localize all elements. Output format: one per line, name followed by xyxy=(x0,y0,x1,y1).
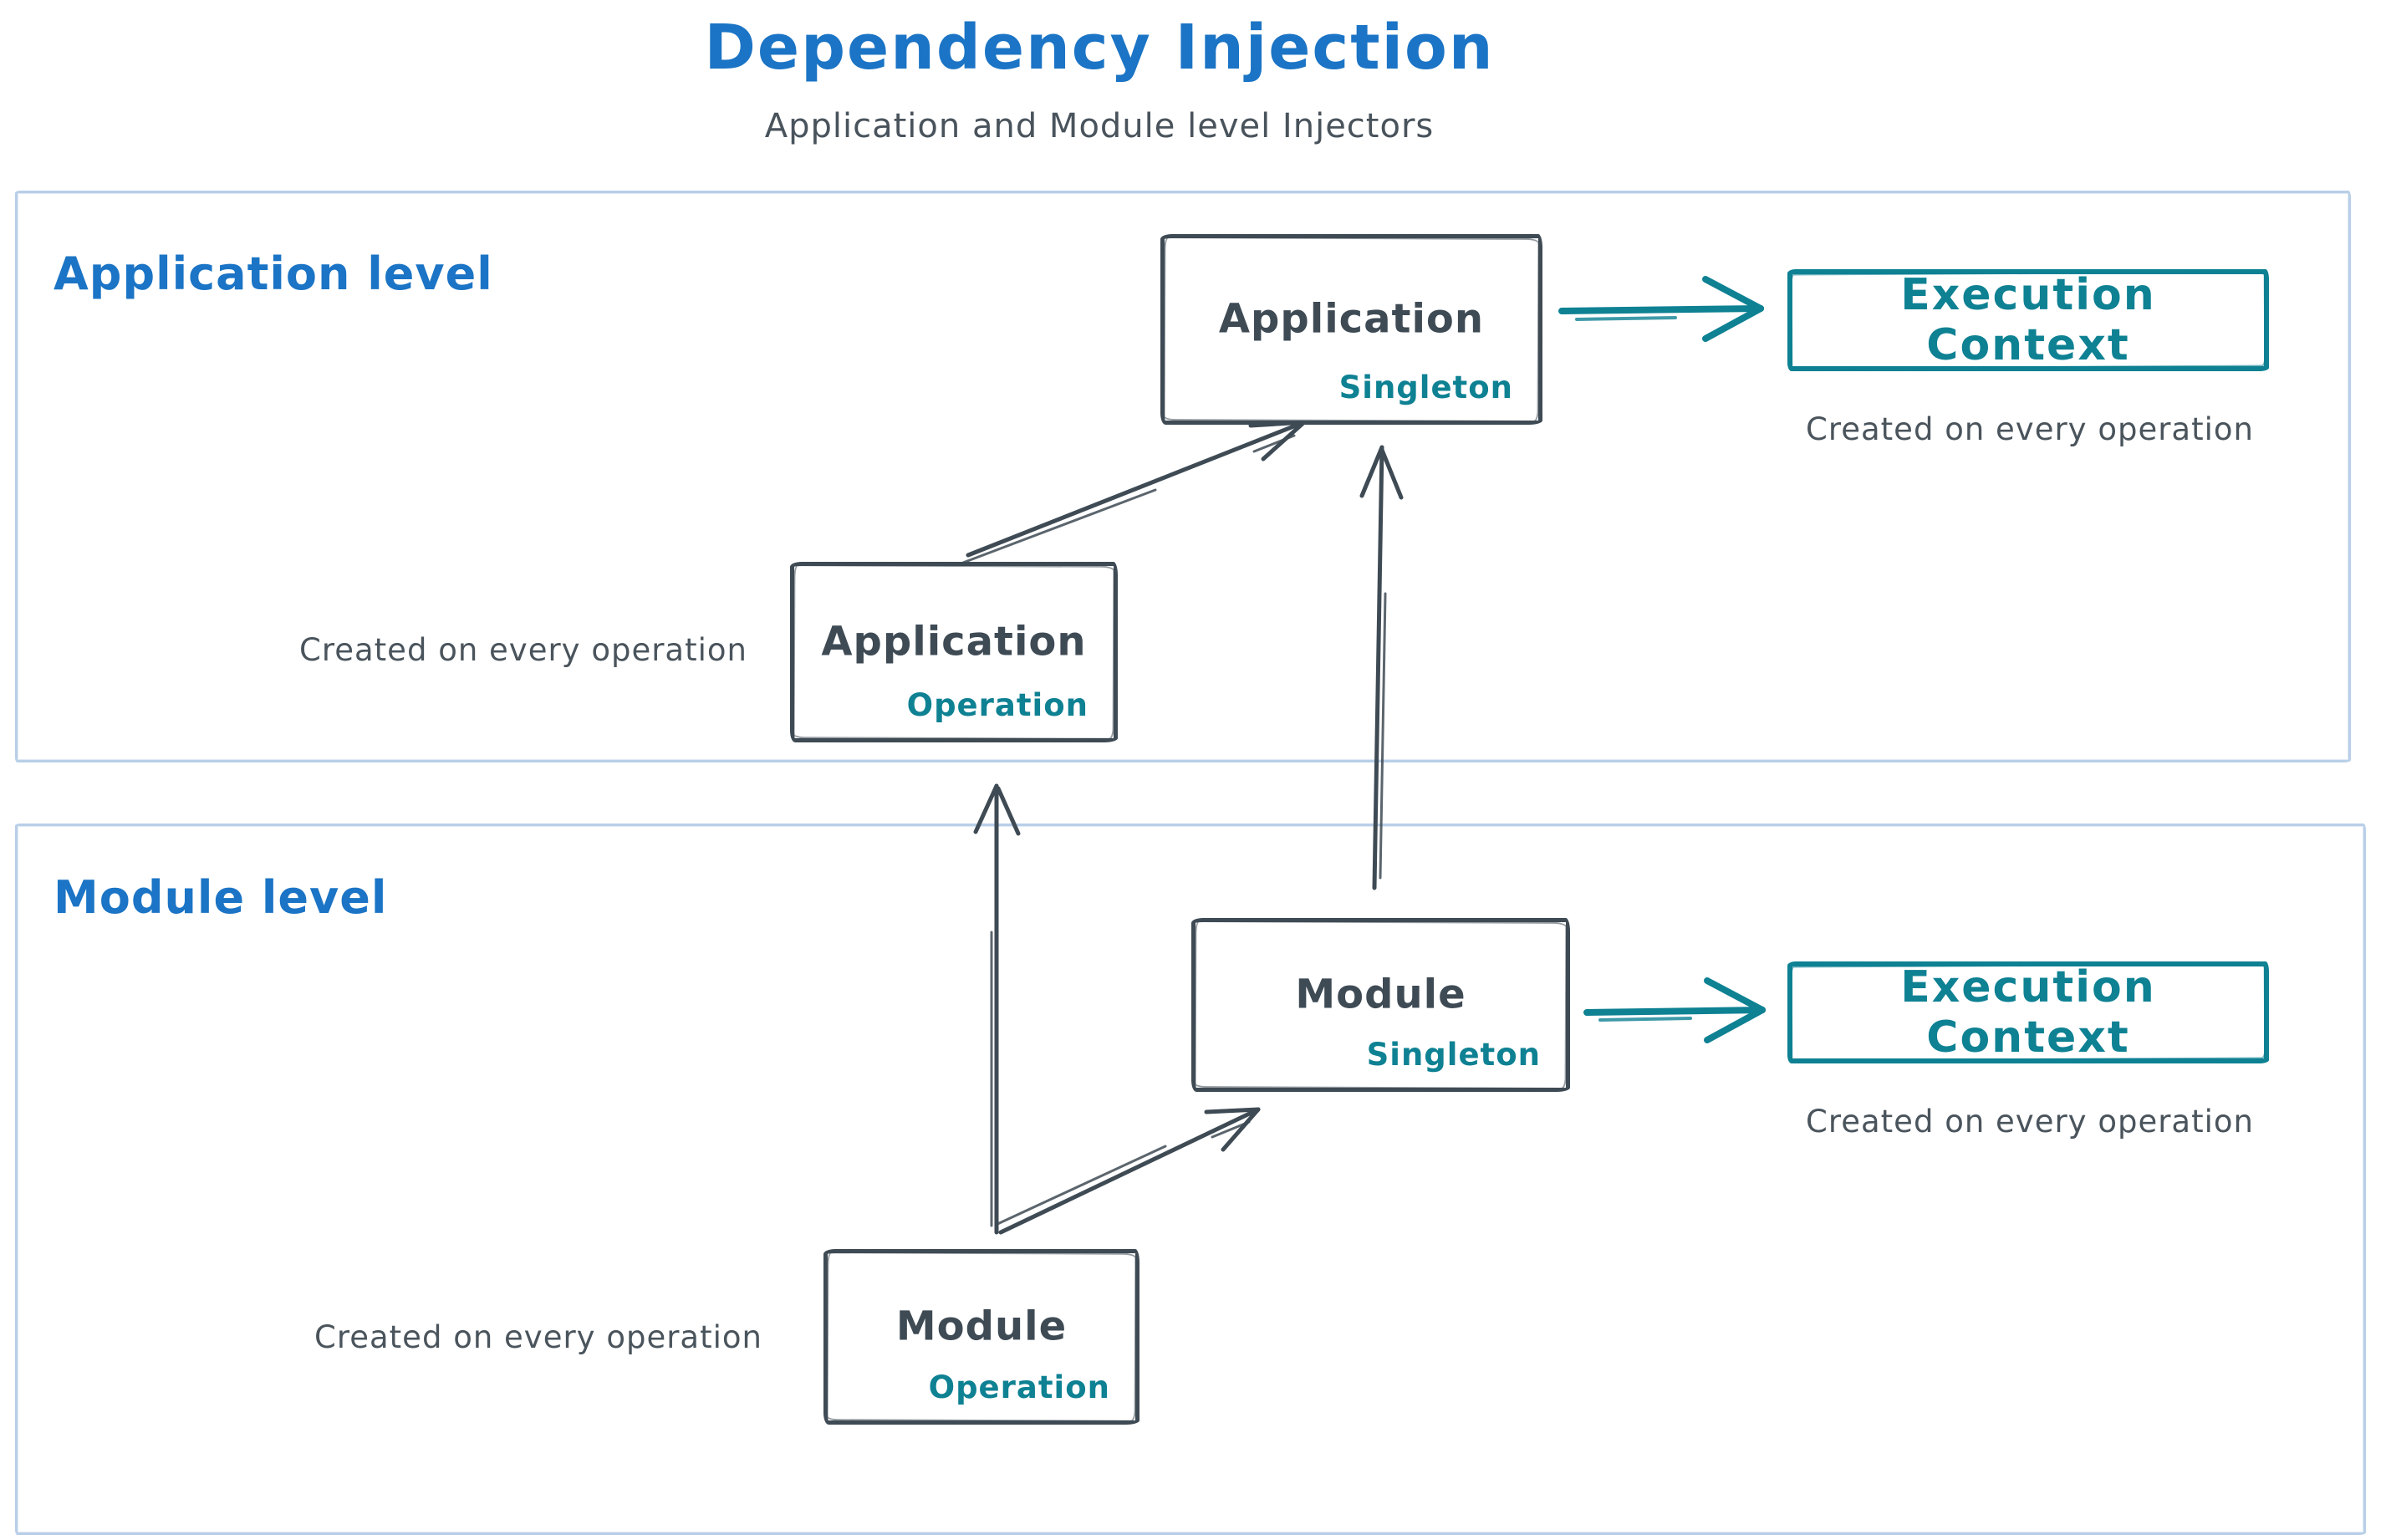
execution-context-title: Execution Context xyxy=(1900,962,2156,1063)
app-operation-note: Created on every operation xyxy=(299,632,747,668)
node-title: Module xyxy=(1295,971,1466,1018)
node-tag: Singleton xyxy=(1366,1037,1541,1073)
node-tag: Operation xyxy=(906,687,1088,723)
node-module-singleton: Module Singleton xyxy=(1191,918,1570,1092)
node-tag: Operation xyxy=(928,1369,1110,1405)
node-execution-context-module: Execution Context xyxy=(1787,961,2269,1063)
module-level-label: Module level xyxy=(54,871,388,924)
execution-context-app-caption: Created on every operation xyxy=(1806,411,2254,447)
module-operation-note: Created on every operation xyxy=(314,1319,762,1355)
node-module-operation: Module Operation xyxy=(823,1249,1139,1425)
node-tag: Singleton xyxy=(1338,370,1513,405)
node-application-singleton: Application Singleton xyxy=(1160,234,1542,425)
execution-context-title: Execution Context xyxy=(1900,270,2156,370)
node-execution-context-application: Execution Context xyxy=(1787,269,2269,371)
page-subtitle: Application and Module level Injectors xyxy=(764,107,1435,145)
node-application-operation: Application Operation xyxy=(790,562,1118,742)
node-title: Application xyxy=(1218,295,1485,343)
page-title: Dependency Injection xyxy=(704,12,1495,84)
node-title: Module xyxy=(895,1303,1068,1350)
module-level-container xyxy=(15,824,2366,1535)
application-level-label: Application level xyxy=(54,247,493,300)
application-level-container xyxy=(15,191,2351,762)
node-title: Application xyxy=(821,618,1087,665)
execution-context-module-caption: Created on every operation xyxy=(1806,1104,2254,1140)
